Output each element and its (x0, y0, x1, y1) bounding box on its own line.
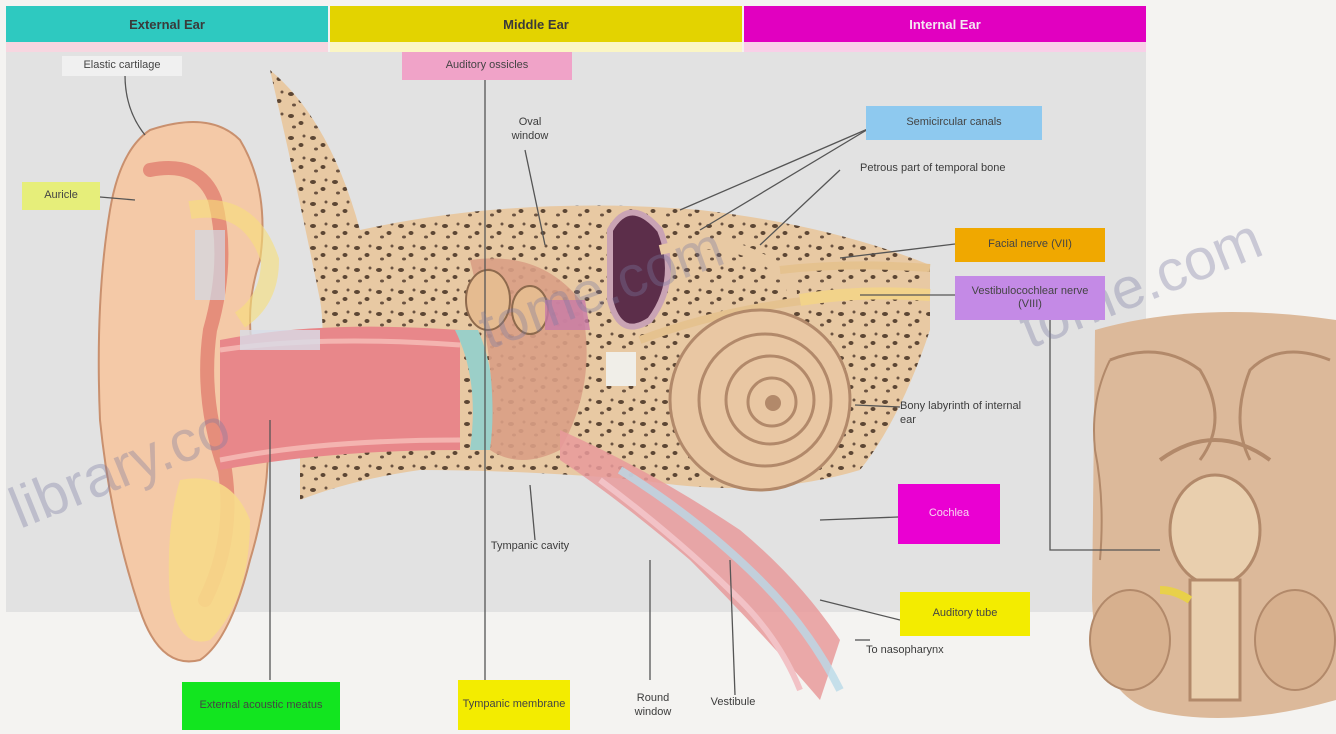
ear-lobe (169, 478, 250, 641)
label-to-nasopharynx: To nasopharynx (866, 644, 976, 658)
vestibule-shape (606, 352, 636, 386)
vestibulocochlear-nerve-shape (800, 293, 930, 300)
label-cochlea: Cochlea (898, 484, 1000, 544)
semicircular-canals-shape (610, 213, 668, 327)
label-tympanic-cavity: Tympanic cavity (490, 540, 570, 554)
label-petrous-part: Petrous part of temporal bone (860, 162, 1010, 176)
label-external-acoustic-meatus: External acoustic meatus (182, 682, 340, 730)
facial-nerve-shape (780, 265, 930, 270)
cochlea-shape (670, 310, 850, 490)
label-auricle: Auricle (22, 182, 100, 210)
label-tympanic-membrane: Tympanic membrane (458, 680, 570, 730)
label-round-window: Round window (618, 692, 688, 720)
incus (512, 286, 548, 334)
label-oval-window: Oval window (500, 116, 560, 144)
label-auditory-tube: Auditory tube (900, 592, 1030, 636)
stapes (545, 300, 590, 330)
malleus (466, 270, 510, 330)
label-semicircular-canals: Semicircular canals (866, 106, 1042, 140)
label-elastic-cartilage: Elastic cartilage (62, 56, 182, 76)
label-facial-nerve: Facial nerve (VII) (955, 228, 1105, 262)
label-auditory-ossicles: Auditory ossicles (402, 52, 572, 80)
label-vestibule: Vestibule (698, 696, 768, 710)
label-bony-labyrinth: Bony labyrinth of internal ear (900, 400, 1040, 428)
label-vestibulocochlear-nerve: Vestibulocochlear nerve (VIII) (955, 276, 1105, 320)
